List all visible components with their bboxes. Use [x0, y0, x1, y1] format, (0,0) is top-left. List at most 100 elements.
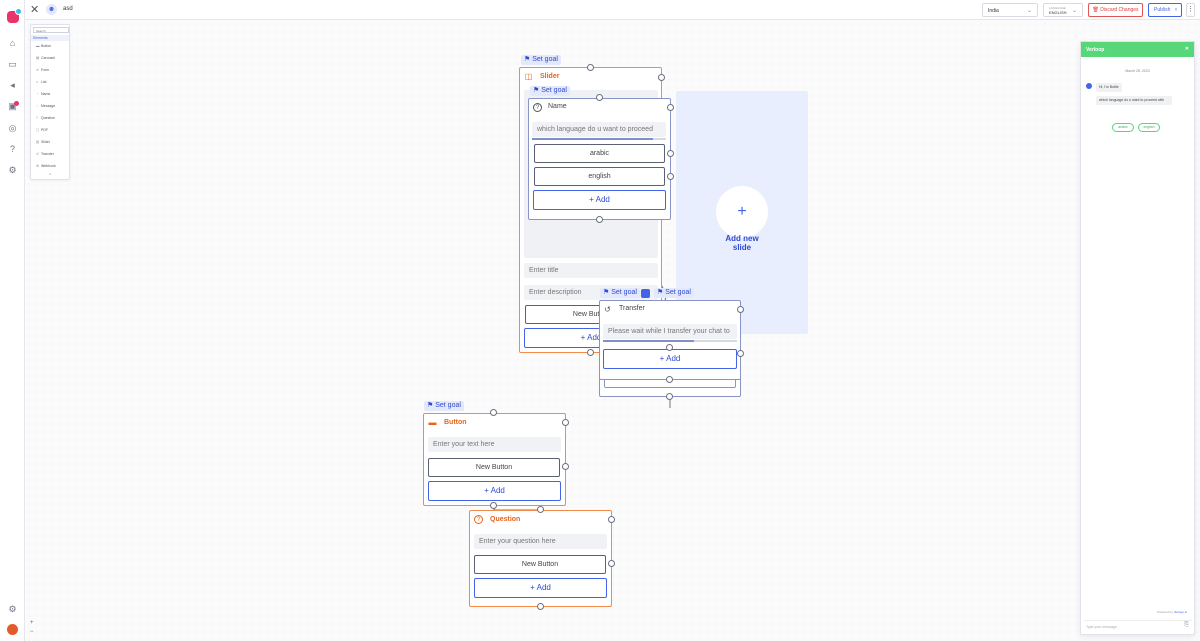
language-select[interactable]: LANGUAGE ENGLISH ⌄: [1043, 3, 1083, 17]
output-port[interactable]: [666, 376, 673, 383]
option-button-arabic[interactable]: arabic: [534, 144, 665, 163]
element-item-button[interactable]: ▬Button: [36, 44, 52, 48]
plus-icon: +: [530, 583, 537, 592]
country-select[interactable]: India ⌄: [982, 3, 1038, 17]
output-port[interactable]: [737, 306, 744, 313]
chat-chip-english[interactable]: english: [1138, 123, 1160, 132]
discard-changes-button[interactable]: 🗑 Discard Changes: [1088, 3, 1143, 17]
element-item-pdf[interactable]: ▢PDF: [36, 128, 48, 132]
element-item-transfer[interactable]: ↺Transfer: [36, 152, 54, 156]
bot-builder-icon[interactable]: ▣: [8, 101, 17, 111]
slider-node-title: Slider: [540, 73, 560, 80]
output-port[interactable]: [667, 173, 674, 180]
output-port[interactable]: [596, 216, 603, 223]
input-port[interactable]: [666, 344, 673, 351]
set-goal-tag[interactable]: ⚑ Set goal: [600, 288, 640, 298]
elements-search-input[interactable]: Search: [33, 27, 69, 33]
zoom-in-button[interactable]: +: [30, 620, 34, 626]
zoom-out-button[interactable]: −: [30, 629, 34, 635]
set-goal-tag[interactable]: ⚑ Set goal: [424, 401, 464, 411]
campaign-icon[interactable]: ◂: [10, 80, 15, 90]
chat-message-input[interactable]: Type your message...: [1084, 620, 1192, 632]
country-value: India: [988, 8, 999, 14]
element-item-message[interactable]: ◌Message: [36, 104, 56, 108]
output-port[interactable]: [608, 516, 615, 523]
close-icon[interactable]: ✕: [1184, 46, 1189, 52]
transfer-node-title: Transfer: [619, 305, 645, 312]
bot-name: asd: [63, 6, 73, 12]
output-port[interactable]: [537, 603, 544, 610]
set-goal-tag[interactable]: ⚑ Set goal: [530, 86, 570, 96]
close-icon[interactable]: ✕: [30, 4, 40, 16]
input-port[interactable]: [537, 506, 544, 513]
plus-icon: +: [580, 333, 588, 342]
output-port[interactable]: [737, 350, 744, 357]
input-port[interactable]: [596, 94, 603, 101]
output-port[interactable]: [667, 104, 674, 111]
list-icon: ≡: [36, 80, 39, 84]
chat-icon[interactable]: ◎: [8, 123, 17, 133]
link-handle-icon[interactable]: [641, 289, 650, 298]
add-slide-plus-icon[interactable]: +: [716, 186, 768, 238]
flow-canvas[interactable]: [25, 20, 1200, 641]
chevron-down-icon: ⌄: [1026, 8, 1032, 14]
slider-icon: ◫: [524, 72, 533, 81]
user-avatar[interactable]: [7, 624, 18, 635]
input-port[interactable]: [490, 409, 497, 416]
name-question-field[interactable]: which language do u want to proceed: [532, 122, 666, 137]
output-port[interactable]: [587, 349, 594, 356]
element-item-form[interactable]: ✕Form: [36, 68, 50, 72]
text-scroll-bar: [532, 138, 666, 140]
output-port[interactable]: [666, 393, 673, 400]
publish-button[interactable]: Publish ▿: [1148, 3, 1182, 17]
output-port[interactable]: [562, 419, 569, 426]
app-logo[interactable]: [7, 8, 22, 23]
inbox-icon[interactable]: ▭: [8, 59, 17, 69]
set-goal-tag[interactable]: ⚑ Set goal: [521, 55, 561, 65]
element-item-webhook[interactable]: ⚙Webhook: [36, 164, 56, 168]
element-item-list[interactable]: ≡List: [36, 80, 47, 84]
notification-badge: [14, 101, 19, 106]
element-item-carousel[interactable]: ▤Carousel: [36, 56, 56, 60]
output-port[interactable]: [490, 502, 497, 509]
element-item-name[interactable]: ◔Name: [36, 92, 51, 96]
home-icon[interactable]: ⌂: [9, 38, 16, 48]
question-node-new-button[interactable]: New Button: [474, 555, 606, 574]
language-label: LANGUAGE: [1049, 6, 1066, 10]
question-input[interactable]: Enter your question here: [474, 534, 607, 549]
question-node-title: Question: [490, 516, 521, 523]
question-node-add-button[interactable]: + Add: [474, 578, 607, 598]
gear-icon[interactable]: ⚙: [8, 604, 17, 614]
question-circle-icon: ?: [474, 515, 483, 524]
slide-title-input[interactable]: Enter title: [524, 263, 658, 278]
input-port[interactable]: [587, 64, 594, 71]
settings-icon[interactable]: ⚙: [8, 165, 17, 175]
button-node-title: Button: [444, 419, 467, 426]
set-goal-tag[interactable]: ⚑ Set goal: [654, 288, 694, 298]
file-icon: ▢: [36, 128, 40, 132]
option-button-english[interactable]: english: [534, 167, 665, 186]
button-node-new-button[interactable]: New Button: [428, 458, 560, 477]
flag-icon: ⚑: [603, 289, 612, 296]
flag-icon: ⚑: [524, 56, 533, 63]
more-options-button[interactable]: ⋮: [1186, 3, 1195, 17]
element-item-slider[interactable]: ▥Slider: [36, 140, 50, 144]
button-node-add-button[interactable]: + Add: [428, 481, 561, 501]
bot-icon: ☻: [46, 4, 57, 15]
transfer-add-button[interactable]: + Add: [603, 349, 737, 369]
attachment-icon[interactable]: ⎘: [1184, 622, 1189, 628]
button-text-input[interactable]: Enter your text here: [428, 437, 561, 452]
collapse-panel-icon[interactable]: ⌃: [48, 173, 53, 179]
transfer-message-field[interactable]: Please wait while I transfer your chat t…: [603, 324, 737, 339]
output-port[interactable]: [562, 463, 569, 470]
powered-by: Powered by Verloop.io: [1157, 610, 1188, 614]
name-add-button[interactable]: + Add: [533, 190, 666, 210]
chat-chip-arabic[interactable]: arabic: [1112, 123, 1134, 132]
output-port[interactable]: [608, 560, 615, 567]
output-port[interactable]: [667, 150, 674, 157]
element-item-question[interactable]: ?Question: [36, 116, 56, 120]
help-icon[interactable]: ?: [9, 144, 15, 154]
output-port[interactable]: [658, 74, 665, 81]
question-circle-icon: ?: [533, 103, 542, 112]
